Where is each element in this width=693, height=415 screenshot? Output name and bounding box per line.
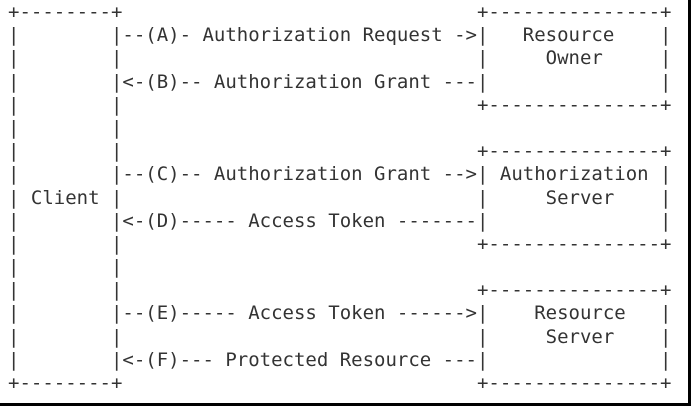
ascii-line: | | +---------------+: [8, 279, 672, 302]
ascii-line: | |<-(D)----- Access Token -------| |: [8, 209, 672, 232]
ascii-line: | |<-(B)-- Authorization Grant ---| |: [8, 70, 672, 93]
ascii-line: | |: [8, 256, 123, 279]
ascii-line: | |<-(F)--- Protected Resource ---| |: [8, 348, 672, 371]
ascii-line: | | | Server |: [8, 325, 672, 348]
ascii-line: | | +---------------+: [8, 232, 672, 255]
ascii-line: | | +---------------+: [8, 140, 672, 163]
ascii-line: | |--(E)----- Access Token ------>| Reso…: [8, 302, 672, 325]
ascii-line: | | +---------------+: [8, 93, 672, 116]
oauth-flow-ascii-diagram: +--------+ +---------------+ | |--(A)- A…: [8, 1, 672, 394]
ascii-line: | Client | | Server |: [8, 186, 672, 209]
ascii-line: | |: [8, 116, 123, 139]
ascii-line: +--------+ +---------------+: [8, 1, 672, 23]
ascii-line: +--------+ +---------------+: [8, 372, 672, 394]
ascii-line: | |--(A)- Authorization Request ->| Reso…: [8, 24, 672, 47]
ascii-line: | | | Owner |: [8, 47, 672, 70]
content-frame: +--------+ +---------------+ | |--(A)- A…: [0, 0, 691, 406]
ascii-line: | |--(C)-- Authorization Grant -->| Auth…: [8, 163, 672, 186]
